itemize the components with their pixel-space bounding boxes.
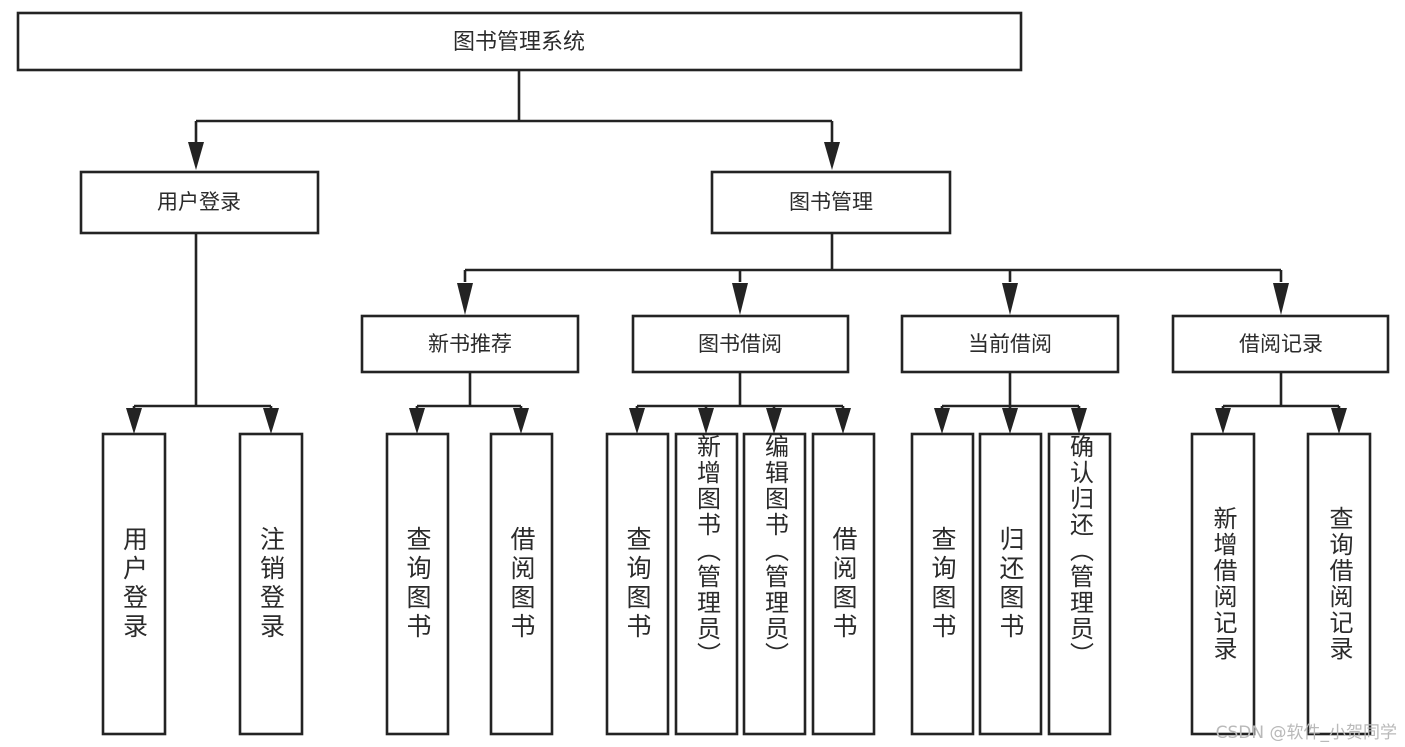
connector-borrowrecord-to-leaves bbox=[1215, 372, 1347, 434]
leaf-node-borrow-book-newbook[interactable] bbox=[489, 432, 554, 736]
arrow-icon bbox=[263, 408, 279, 434]
leaf-node-query-book-newbook[interactable] bbox=[385, 432, 450, 736]
node-root-label: 图书管理系统 bbox=[453, 30, 585, 55]
arrow-icon bbox=[934, 408, 950, 434]
leaf-node-add-book-admin[interactable] bbox=[674, 432, 739, 736]
leaf-node-confirm-return-admin[interactable] bbox=[1047, 432, 1112, 736]
leaf-node-query-book-current[interactable] bbox=[910, 432, 975, 736]
arrow-icon bbox=[698, 408, 714, 434]
node-user-login[interactable]: 用户登录 bbox=[79, 170, 320, 235]
node-book-management[interactable]: 图书管理 bbox=[710, 170, 952, 235]
connector-newbook-to-leaves bbox=[409, 372, 529, 434]
leaf-node-query-book-borrow[interactable] bbox=[605, 432, 670, 736]
arrow-icon bbox=[1273, 283, 1289, 315]
arrow-icon bbox=[1002, 408, 1018, 434]
arrow-icon bbox=[629, 408, 645, 434]
node-current-borrow-label: 当前借阅 bbox=[968, 332, 1052, 356]
node-book-borrow-label: 图书借阅 bbox=[698, 332, 782, 356]
node-book-management-label: 图书管理 bbox=[789, 190, 873, 214]
connector-bookborrow-to-leaves bbox=[629, 372, 851, 434]
node-current-borrow[interactable]: 当前借阅 bbox=[900, 314, 1120, 374]
arrow-icon bbox=[1071, 408, 1087, 434]
connector-bookmgmt-to-level2 bbox=[457, 233, 1289, 315]
arrow-icon bbox=[1215, 408, 1231, 434]
arrow-icon bbox=[513, 408, 529, 434]
arrow-icon bbox=[409, 408, 425, 434]
node-root-system[interactable]: 图书管理系统 bbox=[16, 11, 1023, 72]
node-new-book-recommend-label: 新书推荐 bbox=[428, 332, 512, 356]
leaf-node-borrow-book-borrow[interactable] bbox=[811, 432, 876, 736]
watermark-text: CSDN @软件_小贺同学 bbox=[1215, 723, 1397, 743]
leaf-node-user-login[interactable] bbox=[101, 432, 167, 736]
arrow-icon bbox=[188, 142, 204, 170]
leaf-node-edit-book-admin[interactable] bbox=[742, 432, 807, 736]
leaf-node-return-book[interactable] bbox=[978, 432, 1043, 736]
node-borrow-record-label: 借阅记录 bbox=[1239, 332, 1323, 356]
connector-root-to-level1 bbox=[188, 71, 840, 170]
leaf-node-add-borrow-record[interactable] bbox=[1190, 432, 1256, 736]
node-borrow-record[interactable]: 借阅记录 bbox=[1171, 314, 1390, 374]
connector-currentborrow-to-leaves bbox=[934, 372, 1087, 434]
node-book-borrow[interactable]: 图书借阅 bbox=[631, 314, 850, 374]
arrow-icon bbox=[457, 283, 473, 315]
connector-userlogin-to-leaves bbox=[126, 233, 279, 434]
arrow-icon bbox=[1331, 408, 1347, 434]
leaf-node-query-borrow-record[interactable] bbox=[1306, 432, 1372, 736]
arrow-icon bbox=[835, 408, 851, 434]
arrow-icon bbox=[824, 142, 840, 170]
leaf-node-logout[interactable] bbox=[238, 432, 304, 736]
node-user-login-label: 用户登录 bbox=[157, 190, 241, 214]
node-new-book-recommend[interactable]: 新书推荐 bbox=[360, 314, 580, 374]
arrow-icon bbox=[732, 283, 748, 315]
arrow-icon bbox=[126, 408, 142, 434]
arrow-icon bbox=[766, 408, 782, 434]
arrow-icon bbox=[1002, 283, 1018, 315]
